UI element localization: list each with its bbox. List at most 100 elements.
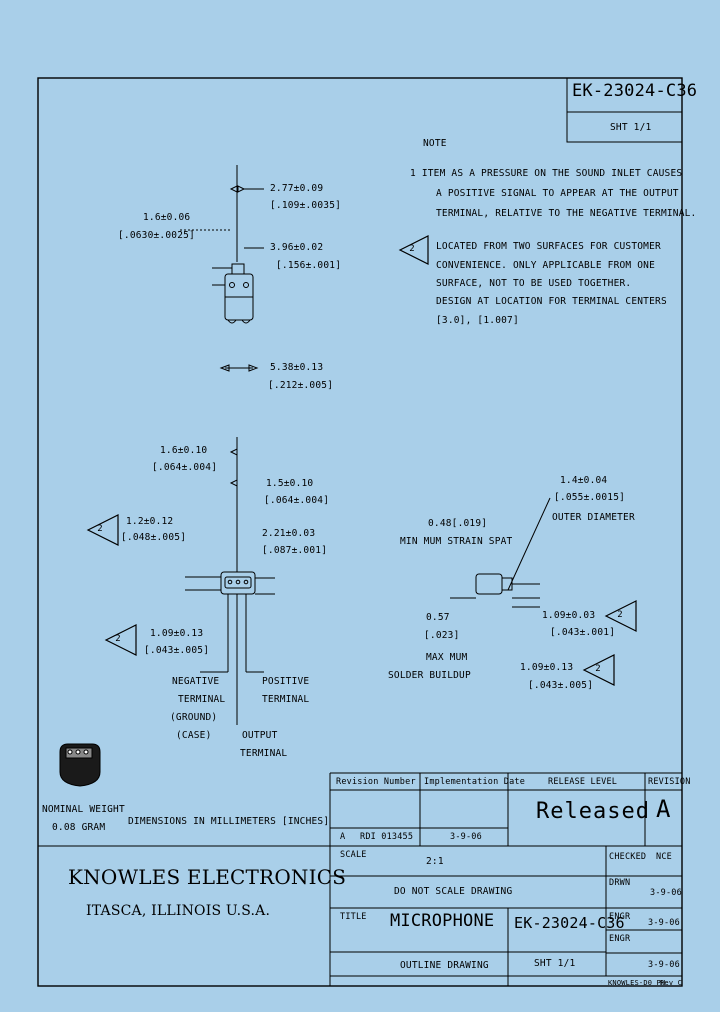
title-block-sheet: SHT 1/1	[534, 958, 576, 969]
note-triangle	[604, 600, 637, 632]
note-line: A POSITIVE SIGNAL TO APPEAR AT THE OUTPU…	[436, 188, 679, 199]
dim-sub: [.043±.001]	[550, 627, 616, 638]
weight-value: 0.08 GRAM	[52, 822, 106, 833]
dim-label: 1.6±0.10	[160, 445, 208, 456]
dim-sub: [.023]	[424, 630, 460, 641]
dim-label: 1.5±0.10	[266, 478, 314, 489]
note-marker-label: 2	[115, 634, 121, 644]
terminal-label-output: TERMINAL	[240, 748, 288, 759]
note-line: [3.0], [1.007]	[436, 315, 519, 326]
dim-sub: [.048±.005]	[121, 532, 187, 543]
weight-label: NOMINAL WEIGHT	[42, 804, 125, 815]
terminal-label-positive: POSITIVE	[262, 676, 310, 687]
revision-number: RDI 013455	[360, 832, 414, 842]
title-label: TITLE	[340, 912, 367, 922]
footer-right: Rev C	[660, 979, 683, 987]
title-block-lines	[38, 772, 682, 986]
drawing-subtitle: OUTLINE DRAWING	[400, 960, 489, 971]
terminal-label-negative: NEGATIVE	[172, 676, 220, 687]
note-triangle	[86, 514, 119, 546]
note-line: CONVENIENCE. ONLY APPLICABLE FROM ONE	[436, 260, 656, 271]
terminal-label-negative: (GROUND)	[170, 712, 218, 723]
scale-label: SCALE	[340, 850, 367, 860]
dim-sub: [.064±.004]	[152, 462, 218, 473]
approval-date: NCE	[656, 852, 672, 862]
note-triangle	[398, 235, 429, 265]
approval-role: ENGR	[609, 912, 631, 922]
release-level: Released	[536, 799, 650, 824]
do-not-scale: DO NOT SCALE DRAWING	[394, 886, 513, 897]
dim-note: MIN MUM STRAIN SPAT	[400, 536, 513, 547]
approval-role: DRWN	[609, 878, 631, 888]
side-view-outline	[450, 497, 551, 608]
revision-col-header: REVISION	[648, 777, 691, 787]
dim-label: 1.2±0.12	[126, 516, 174, 527]
dim-label: 1.6±0.06	[143, 212, 191, 223]
terminal-label-positive: TERMINAL	[262, 694, 310, 705]
terminal-label-negative: TERMINAL	[178, 694, 226, 705]
drawing-title: MICROPHONE	[390, 911, 495, 931]
dim-sub: [.109±.0035]	[270, 200, 342, 211]
note-triangle	[582, 654, 615, 686]
note-marker-label: 2	[617, 610, 623, 620]
dim-label: 1.09±0.03	[542, 610, 596, 621]
footer-left: KNOWLES-D0 PH	[608, 979, 666, 987]
dim-label: 5.38±0.13	[270, 362, 324, 373]
dim-label: 1.4±0.04	[560, 475, 608, 486]
approval-role: ENGR	[609, 934, 631, 944]
dim-label: 2.77±0.09	[270, 183, 324, 194]
approval-role: CHECKED	[609, 852, 647, 862]
drawing-number-box	[566, 77, 683, 143]
dim-label: 1.09±0.13	[150, 628, 204, 639]
microphone-picture	[59, 743, 101, 787]
note-markers	[86, 235, 637, 686]
note-title: NOTE	[423, 138, 447, 149]
dim-label: 2.21±0.03	[262, 528, 316, 539]
approval-date: 3-9-06	[648, 918, 680, 928]
note-line: SURFACE, NOT TO BE USED TOGETHER.	[436, 278, 632, 289]
approval-date: 3-9-06	[650, 888, 682, 898]
dim-sub: [.064±.004]	[264, 495, 330, 506]
note-line: LOCATED FROM TWO SURFACES FOR CUSTOMER	[436, 241, 661, 252]
dim-note: MAX MUM	[426, 652, 468, 663]
terminal-label-output: OUTPUT	[242, 730, 278, 741]
drawing-number: EK-23024-C36	[572, 81, 698, 101]
note-line: DESIGN AT LOCATION FOR TERMINAL CENTERS	[436, 296, 667, 307]
dim-sub: [.043±.005]	[144, 645, 210, 656]
title-block-number: EK-23024-C36	[514, 914, 625, 932]
note-marker-label: 2	[409, 244, 415, 254]
dim-sub: [.055±.0015]	[554, 492, 626, 503]
units-note: DIMENSIONS IN MILLIMETERS [INCHES]	[128, 816, 330, 827]
note-triangle	[104, 624, 137, 656]
dim-sub: [.212±.005]	[268, 380, 334, 391]
sheet-number: SHT 1/1	[610, 122, 652, 133]
scale-value: 2:1	[426, 856, 444, 867]
note-marker-label: 2	[97, 524, 103, 534]
company-name: KNOWLES ELECTRONICS	[68, 865, 347, 889]
sheet-border	[37, 77, 683, 987]
dim-note: OUTER DIAMETER	[552, 512, 635, 523]
company-city: ITASCA, ILLINOIS U.S.A.	[86, 903, 271, 919]
revision-number-header: Revision Number	[336, 777, 416, 787]
dim-sub: [.0630±.0025]	[118, 230, 195, 241]
dim-sub: [.087±.001]	[262, 545, 328, 556]
dim-label: 0.57	[426, 612, 450, 623]
note-marker-label: 2	[595, 664, 601, 674]
release-level-header: RELEASE LEVEL	[548, 777, 618, 787]
revision: A	[656, 795, 672, 823]
implementation-date: 3-9-06	[450, 832, 482, 842]
dim-note: SOLDER BUILDUP	[388, 670, 471, 681]
revision-mark: A	[340, 832, 346, 842]
dim-label: 1.09±0.13	[520, 662, 574, 673]
note-line: TERMINAL, RELATIVE TO THE NEGATIVE TERMI…	[436, 208, 697, 219]
terminal-label-negative: (CASE)	[176, 730, 212, 741]
dim-sub: [.156±.001]	[276, 260, 342, 271]
dim-sub: [.043±.005]	[528, 680, 594, 691]
dim-label: 3.96±0.02	[270, 242, 324, 253]
implementation-date-header: Implementation Date	[424, 777, 526, 787]
note-line: 1 ITEM AS A PRESSURE ON THE SOUND INLET …	[410, 168, 683, 179]
dim-label: 0.48[.019]	[428, 518, 488, 529]
top-view-outline	[180, 165, 264, 372]
bottom-view-outline	[185, 437, 275, 725]
